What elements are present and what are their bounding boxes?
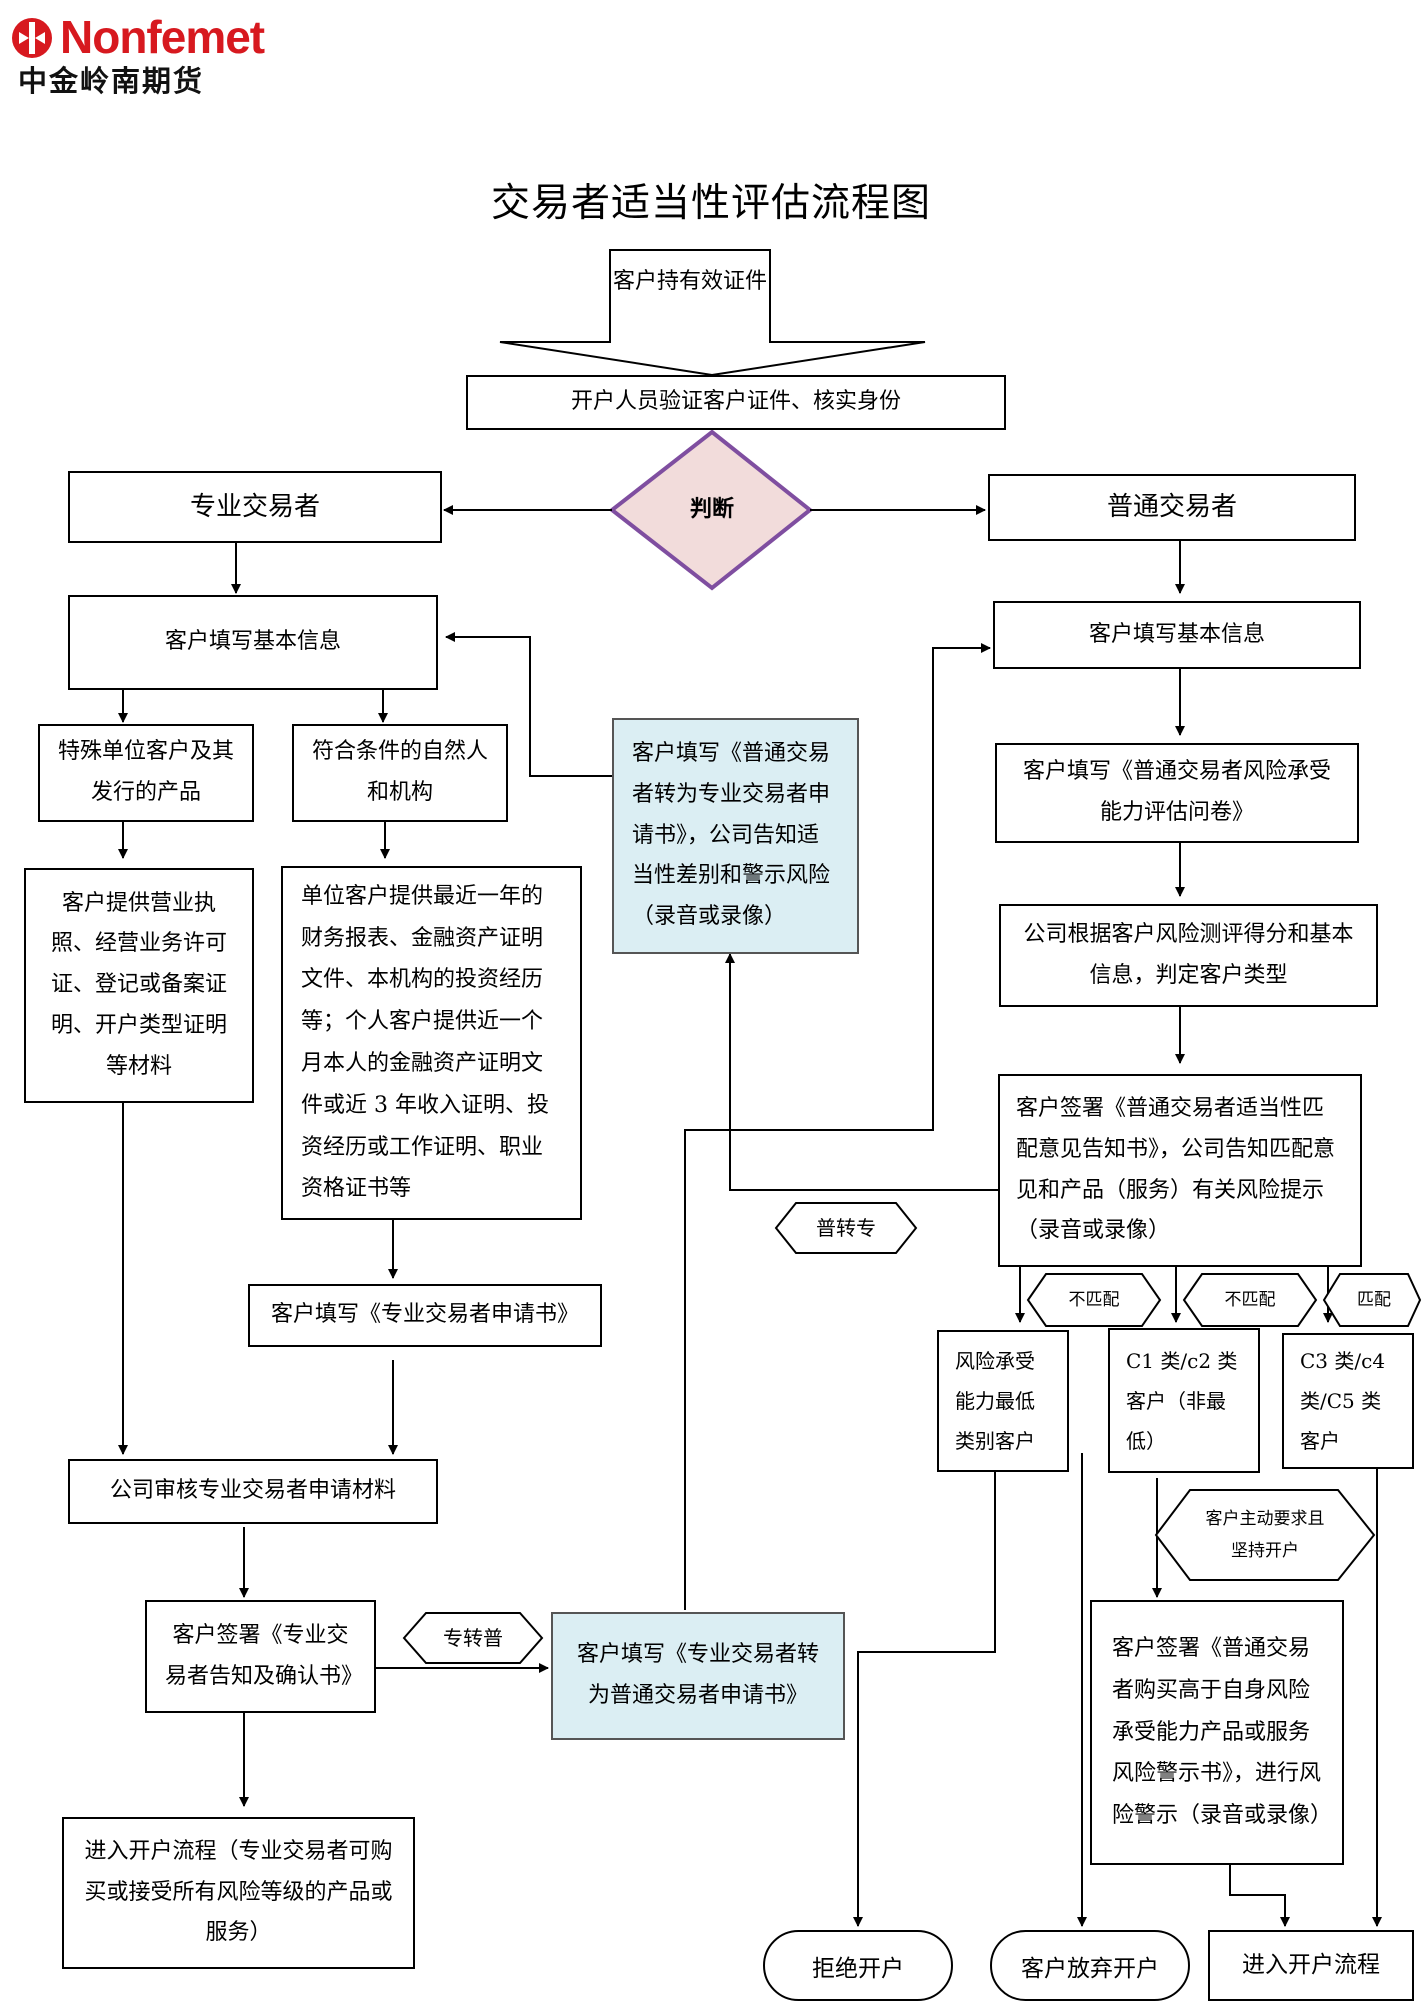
label-match: 匹配 bbox=[1357, 1289, 1391, 1310]
pro-to-ord-form: 客户填写《专业交易者转为普通交易者申请书》 bbox=[551, 1612, 845, 1740]
start-node: 客户持有效证件 bbox=[612, 269, 767, 295]
logo-brand-en: Nonfemet bbox=[60, 11, 265, 63]
insist-label: 客户主动要求且坚持开户 bbox=[1205, 1508, 1325, 1561]
qualified-materials-box: 单位客户提供最近一年的财务报表、金融资产证明文件、本机构的投资经历等；个人客户提… bbox=[281, 866, 582, 1220]
hex-ord-to-pro bbox=[774, 1202, 918, 1254]
logo-mark-icon bbox=[12, 18, 52, 58]
hex-match bbox=[1322, 1273, 1422, 1327]
professional-review-box: 公司审核专业交易者申请材料 bbox=[68, 1459, 438, 1524]
reject-account: 拒绝开户 bbox=[763, 1930, 953, 2001]
label-mismatch-2: 不匹配 bbox=[1224, 1289, 1276, 1310]
ordinary-questionnaire: 客户填写《普通交易者风险承受能力评估问卷》 bbox=[995, 743, 1359, 843]
ordinary-classify: 公司根据客户风险测评得分和基本信息，判定客户类型 bbox=[999, 904, 1378, 1007]
start-arrow-shape bbox=[499, 249, 926, 377]
qualified-box: 符合条件的自然人和机构 bbox=[292, 724, 508, 822]
page-title: 交易者适当性评估流程图 bbox=[490, 181, 931, 226]
special-units-box: 特殊单位客户及其发行的产品 bbox=[38, 724, 254, 822]
ordinary-header: 普通交易者 bbox=[988, 474, 1356, 541]
c3-c5-box: C3 类/c4 类/C5 类客户 bbox=[1282, 1333, 1414, 1469]
company-logo: Nonfemet 中金岭南期货 bbox=[10, 10, 265, 98]
ordinary-fill-info: 客户填写基本信息 bbox=[993, 601, 1361, 669]
professional-header: 专业交易者 bbox=[68, 471, 442, 543]
professional-sign-notice: 客户签署《专业交易者告知及确认书》 bbox=[145, 1600, 376, 1713]
hex-mismatch-1 bbox=[1026, 1273, 1162, 1327]
hex-insist bbox=[1154, 1489, 1376, 1581]
decision-label: 判断 bbox=[689, 496, 734, 523]
label-ord-to-pro: 普转专 bbox=[816, 1216, 876, 1240]
ordinary-enter-account: 进入开户流程 bbox=[1208, 1930, 1414, 2001]
c1-c2-box: C1 类/c2 类客户（非最低） bbox=[1108, 1328, 1260, 1473]
logo-brand-cn: 中金岭南期货 bbox=[18, 64, 205, 98]
label-pro-to-ord: 专转普 bbox=[443, 1626, 503, 1650]
hex-mismatch-2 bbox=[1182, 1273, 1318, 1327]
ord-to-pro-form: 客户填写《普通交易者转为专业交易者申请书》，公司告知适当性差别和警示风险（录音或… bbox=[612, 718, 859, 954]
decision-diamond bbox=[608, 429, 814, 591]
abandon-account: 客户放弃开户 bbox=[990, 1930, 1190, 2001]
special-materials-box: 客户提供营业执照、经营业务许可证、登记或备案证明、开户类型证明等材料 bbox=[24, 868, 254, 1103]
sign-warning-box: 客户签署《普通交易者购买高于自身风险承受能力产品或服务风险警示书》，进行风险警示… bbox=[1090, 1600, 1344, 1865]
label-mismatch-1: 不匹配 bbox=[1068, 1289, 1120, 1310]
hex-pro-to-ord bbox=[402, 1612, 544, 1664]
professional-fill-info: 客户填写基本信息 bbox=[68, 595, 438, 690]
professional-apply-form: 客户填写《专业交易者申请书》 bbox=[248, 1284, 602, 1347]
ordinary-sign-match: 客户签署《普通交易者适当性匹配意见告知书》，公司告知匹配意见和产品（服务）有关风… bbox=[998, 1074, 1362, 1267]
lowest-risk-box: 风险承受能力最低类别客户 bbox=[937, 1330, 1069, 1472]
verify-identity-box: 开户人员验证客户证件、核实身份 bbox=[466, 375, 1006, 430]
professional-enter-account: 进入开户流程（专业交易者可购买或接受所有风险等级的产品或服务） bbox=[62, 1817, 415, 1969]
